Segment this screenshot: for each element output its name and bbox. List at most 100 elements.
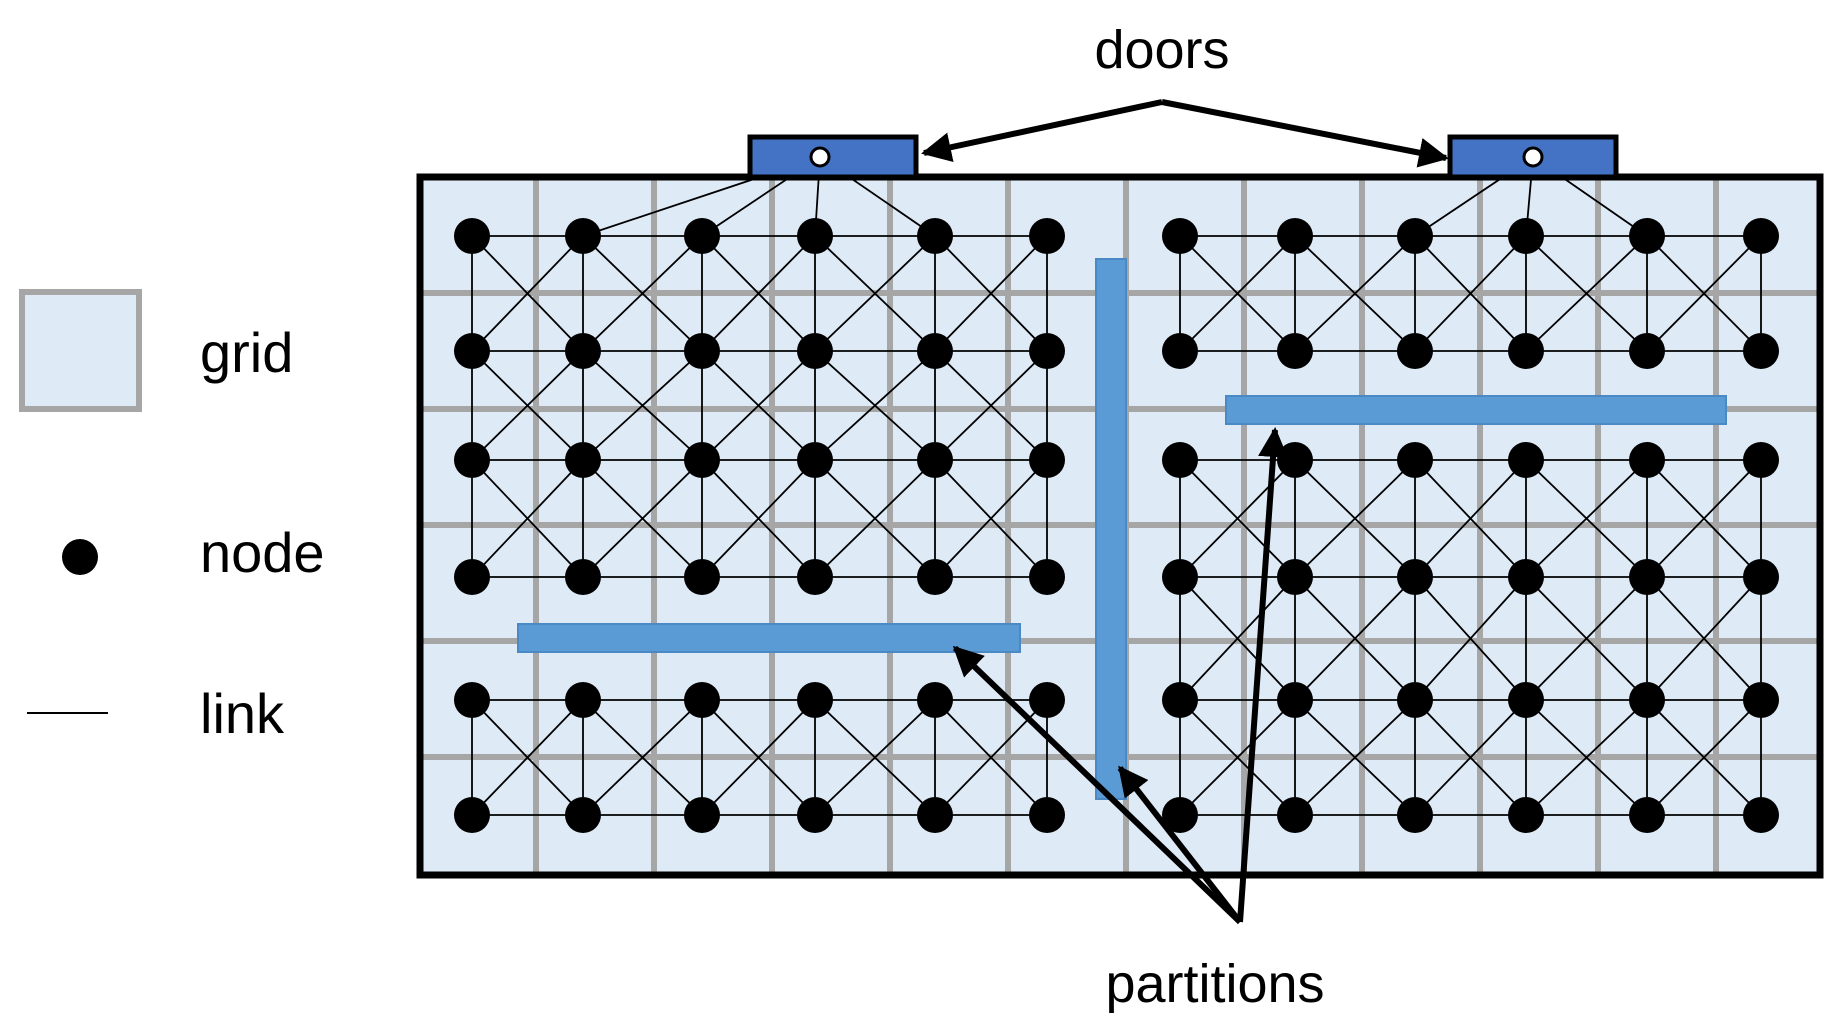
link [814, 459, 936, 578]
node [1629, 442, 1665, 478]
node [454, 559, 490, 595]
node [1743, 559, 1779, 595]
node [1397, 442, 1433, 478]
node [1162, 797, 1198, 833]
node [917, 682, 953, 718]
link [1294, 576, 1416, 701]
node [1162, 559, 1198, 595]
partition-vertical [1095, 258, 1127, 800]
node [454, 797, 490, 833]
node [917, 442, 953, 478]
link [582, 459, 703, 578]
link [1414, 576, 1527, 701]
node [1508, 797, 1544, 833]
link [471, 699, 584, 816]
node [1508, 218, 1544, 254]
doors-label: doors [1094, 20, 1229, 80]
partitions-label: partitions [1105, 954, 1324, 1014]
room-border [416, 173, 1824, 879]
node [797, 559, 833, 595]
partitions-callout: partitions [952, 427, 1325, 1014]
node [684, 333, 720, 369]
link [701, 459, 816, 578]
node [1277, 559, 1313, 595]
node [565, 682, 601, 718]
node [1629, 218, 1665, 254]
node [684, 559, 720, 595]
links [471, 156, 1762, 816]
link [1525, 699, 1648, 816]
node [454, 333, 490, 369]
link [1294, 699, 1416, 816]
node [1508, 682, 1544, 718]
link [1179, 699, 1296, 816]
node [684, 682, 720, 718]
node [1277, 442, 1313, 478]
door-right [1447, 134, 1619, 180]
node [1508, 559, 1544, 595]
node [797, 682, 833, 718]
link [1294, 459, 1416, 578]
legend-node-label: node [200, 521, 325, 584]
link [701, 350, 816, 461]
link [1646, 576, 1762, 701]
node [565, 218, 601, 254]
node [454, 682, 490, 718]
node [1029, 797, 1065, 833]
link [1525, 459, 1648, 578]
node [1508, 333, 1544, 369]
node [917, 797, 953, 833]
node [1162, 333, 1198, 369]
node [565, 559, 601, 595]
link [1179, 235, 1296, 352]
link [1525, 235, 1648, 352]
link [701, 235, 816, 352]
partition-right-horizontal [1225, 395, 1727, 425]
legend: grid node link [19, 289, 325, 745]
link [814, 235, 936, 352]
link [1414, 235, 1527, 352]
node [1397, 682, 1433, 718]
doors-arrow-left [921, 99, 1163, 163]
node [1629, 559, 1665, 595]
node [1162, 682, 1198, 718]
doors [747, 134, 1619, 180]
legend-grid-swatch [19, 289, 142, 412]
node [1277, 682, 1313, 718]
link [1179, 576, 1296, 701]
node [1029, 682, 1065, 718]
node [1162, 442, 1198, 478]
link [814, 699, 936, 816]
node [684, 442, 720, 478]
room [416, 156, 1824, 879]
door-left-node [809, 146, 831, 168]
node [1508, 442, 1544, 478]
node [1029, 218, 1065, 254]
node [1743, 797, 1779, 833]
link [1294, 235, 1416, 352]
node [1397, 333, 1433, 369]
node [684, 797, 720, 833]
node [917, 333, 953, 369]
partitions [517, 258, 1727, 800]
link [701, 699, 816, 816]
node [797, 333, 833, 369]
door-right-node [1522, 146, 1544, 168]
node [565, 797, 601, 833]
node [684, 218, 720, 254]
link [814, 350, 936, 461]
node [1743, 333, 1779, 369]
node [1743, 682, 1779, 718]
door-left [747, 134, 919, 180]
link [1414, 699, 1527, 816]
node [565, 442, 601, 478]
link [1646, 235, 1762, 352]
node [797, 218, 833, 254]
node [1743, 218, 1779, 254]
doors-callout: doors [921, 20, 1449, 168]
node [1029, 333, 1065, 369]
node [1277, 797, 1313, 833]
node [917, 218, 953, 254]
node [1629, 682, 1665, 718]
